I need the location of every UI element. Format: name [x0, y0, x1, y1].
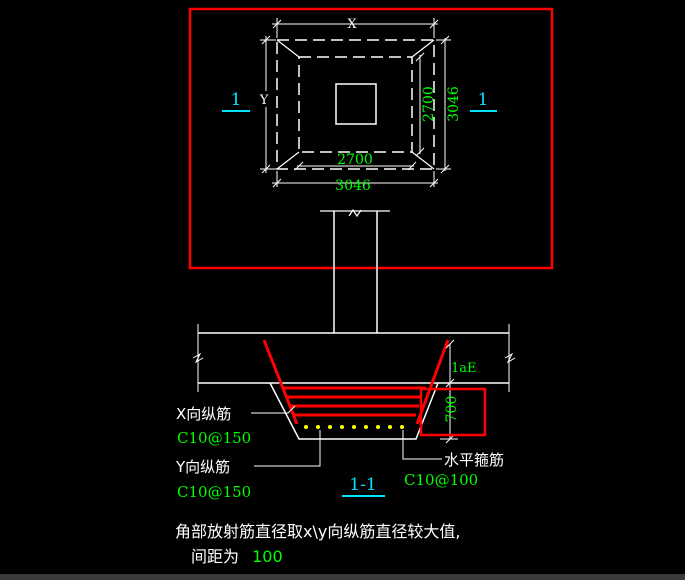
dim-inner-width-label: 2700	[337, 152, 373, 168]
height-highlight-box	[419, 387, 487, 437]
y-rebar-leader	[254, 430, 321, 467]
note-line-2-value: 100	[252, 547, 283, 566]
height-label: 700	[444, 396, 460, 423]
note-line-2-prefix: 间距为	[191, 547, 239, 566]
note-line-1: 角部放射筋直径取x\y向纵筋直径较大值,	[175, 522, 460, 541]
radial-rebar-left	[262, 339, 299, 425]
dim-outer-width-label: 3046	[335, 178, 371, 194]
x-rebar-spec: C10@150	[177, 429, 251, 447]
dim-outer-height-label: 3046	[446, 86, 462, 122]
stirrup-leader	[402, 430, 442, 460]
stirrup-label: 水平箍筋	[444, 451, 504, 469]
bottom-bar	[0, 574, 685, 580]
y-rebar-spec: C10@150	[177, 483, 251, 501]
x-rebar-leader	[251, 405, 296, 414]
plan-view: X Y 2700 3046 2700 3046 1	[188, 7, 554, 270]
y-rebar-dots	[304, 425, 404, 429]
dim-inner-height-label: 2700	[421, 86, 437, 122]
column-plan	[335, 83, 377, 125]
y-rebar-label: Y向纵筋	[175, 458, 230, 476]
x-rebar-label: X向纵筋	[176, 405, 231, 423]
corner-line-bl	[276, 151, 300, 170]
plan-highlight-box	[188, 7, 554, 270]
corner-line-tl	[276, 39, 300, 58]
section-mark-left: 1	[231, 90, 242, 110]
section-view: 1aE 700 X向纵筋 C10@150 Y向纵筋 C10@150 水平箍筋 C…	[175, 208, 516, 501]
lae-label: 1aE	[451, 361, 477, 376]
corner-line-tr	[411, 39, 435, 58]
dim-x-label: X	[347, 17, 357, 32]
cap-outline-inner	[298, 56, 413, 153]
cap-outline-outer	[276, 39, 435, 170]
cap-section-outline	[269, 382, 439, 440]
note-line-2: 间距为 100	[191, 547, 283, 566]
dim-y-label: Y	[259, 93, 269, 108]
section-mark-right: 1	[478, 90, 489, 110]
note: 角部放射筋直径取x\y向纵筋直径较大值, 间距为 100	[175, 522, 460, 566]
section-title: 1-1	[349, 475, 376, 495]
stirrup-spec: C10@100	[404, 471, 478, 489]
corner-line-br	[411, 151, 435, 170]
